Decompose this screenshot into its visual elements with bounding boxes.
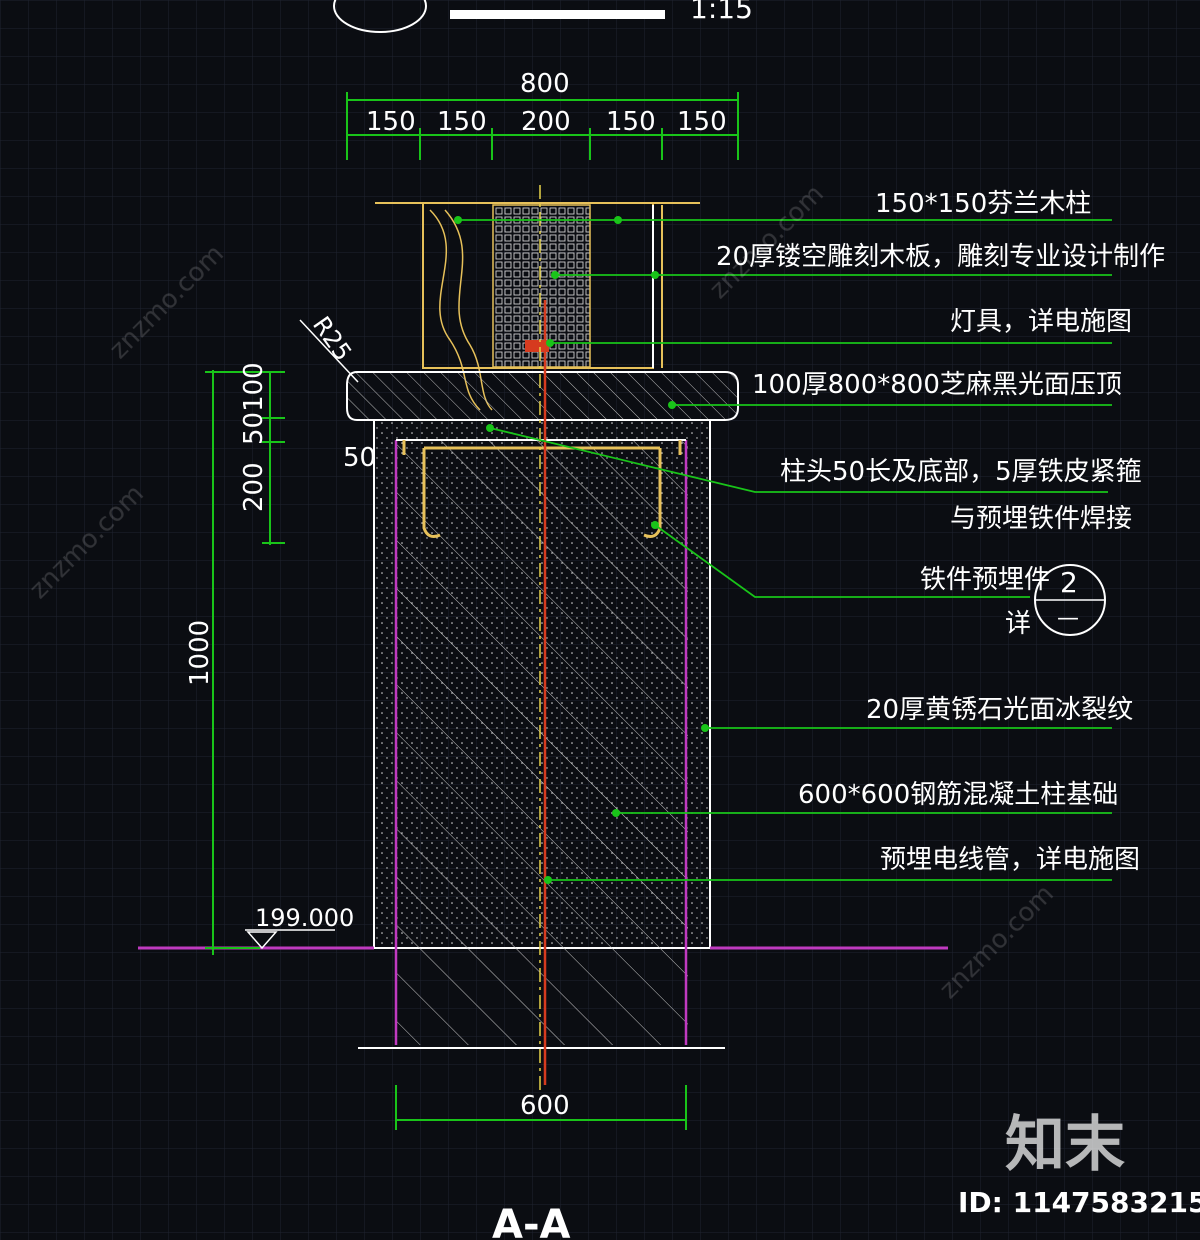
dim-left-50: 50: [343, 443, 376, 473]
dim-top-seg-2: 150: [437, 107, 487, 137]
capstone: [346, 371, 739, 421]
title-block: 1:15: [333, 0, 753, 33]
watermark-brand: 知末: [1005, 1110, 1125, 1180]
dim-left-total: 1000: [185, 620, 215, 686]
section-label: A-A: [492, 1202, 571, 1240]
drawing-scale: 1:15: [690, 0, 753, 25]
detail-callout-sheet: —: [1057, 606, 1079, 631]
wood-post: [375, 202, 700, 411]
bottom-dimension: [395, 1085, 687, 1130]
note-foundation: 600*600钢筋混凝土柱基础: [798, 780, 1118, 810]
elevation-label: 199.000: [255, 904, 354, 932]
dim-bottom-width: 600: [520, 1091, 570, 1121]
left-dimension: [205, 370, 285, 955]
note-wood-post: 150*150芬兰木柱: [875, 189, 1091, 219]
note-weld: 与预埋铁件焊接: [950, 504, 1132, 534]
dim-top-seg-1: 150: [366, 107, 416, 137]
dim-left-200: 200: [239, 462, 269, 512]
detail-callout-number: 2: [1060, 566, 1078, 599]
note-carved-panel: 20厚镂空雕刻木板，雕刻专业设计制作: [716, 242, 1165, 272]
note-light-fixture: 灯具，详电施图: [950, 307, 1132, 337]
watermark-id: ID: 1147583215: [958, 1186, 1200, 1219]
elevation-marker: 199.000: [245, 904, 354, 950]
dim-top-seg-4: 150: [606, 107, 656, 137]
note-stone-finish: 20厚黄锈石光面冰裂纹: [866, 695, 1133, 725]
foundation: [358, 185, 725, 1090]
note-iron-band: 柱头50长及底部，5厚铁皮紧箍: [780, 457, 1142, 487]
title-underline: [450, 10, 665, 19]
top-dimension: [346, 92, 739, 160]
note-capstone: 100厚800*800芝麻黑光面压顶: [752, 370, 1122, 400]
iron-embed: [402, 440, 682, 538]
title-callout-circle: [333, 0, 427, 33]
leader-lines: [458, 219, 1112, 881]
leader-dots: [454, 216, 709, 884]
note-conduit: 预埋电线管，详电施图: [880, 845, 1140, 875]
dim-top-seg-5: 150: [677, 107, 727, 137]
dim-left-50-100: 50100: [239, 362, 269, 445]
detail-callout: 2 —: [1034, 564, 1106, 636]
note-detail-ref: 详: [1005, 609, 1031, 639]
light-fixture: [525, 340, 549, 352]
dim-top-seg-3: 200: [521, 107, 571, 137]
dim-top-total: 800: [520, 69, 570, 99]
note-iron-embed: 铁件预埋件: [920, 565, 1050, 595]
